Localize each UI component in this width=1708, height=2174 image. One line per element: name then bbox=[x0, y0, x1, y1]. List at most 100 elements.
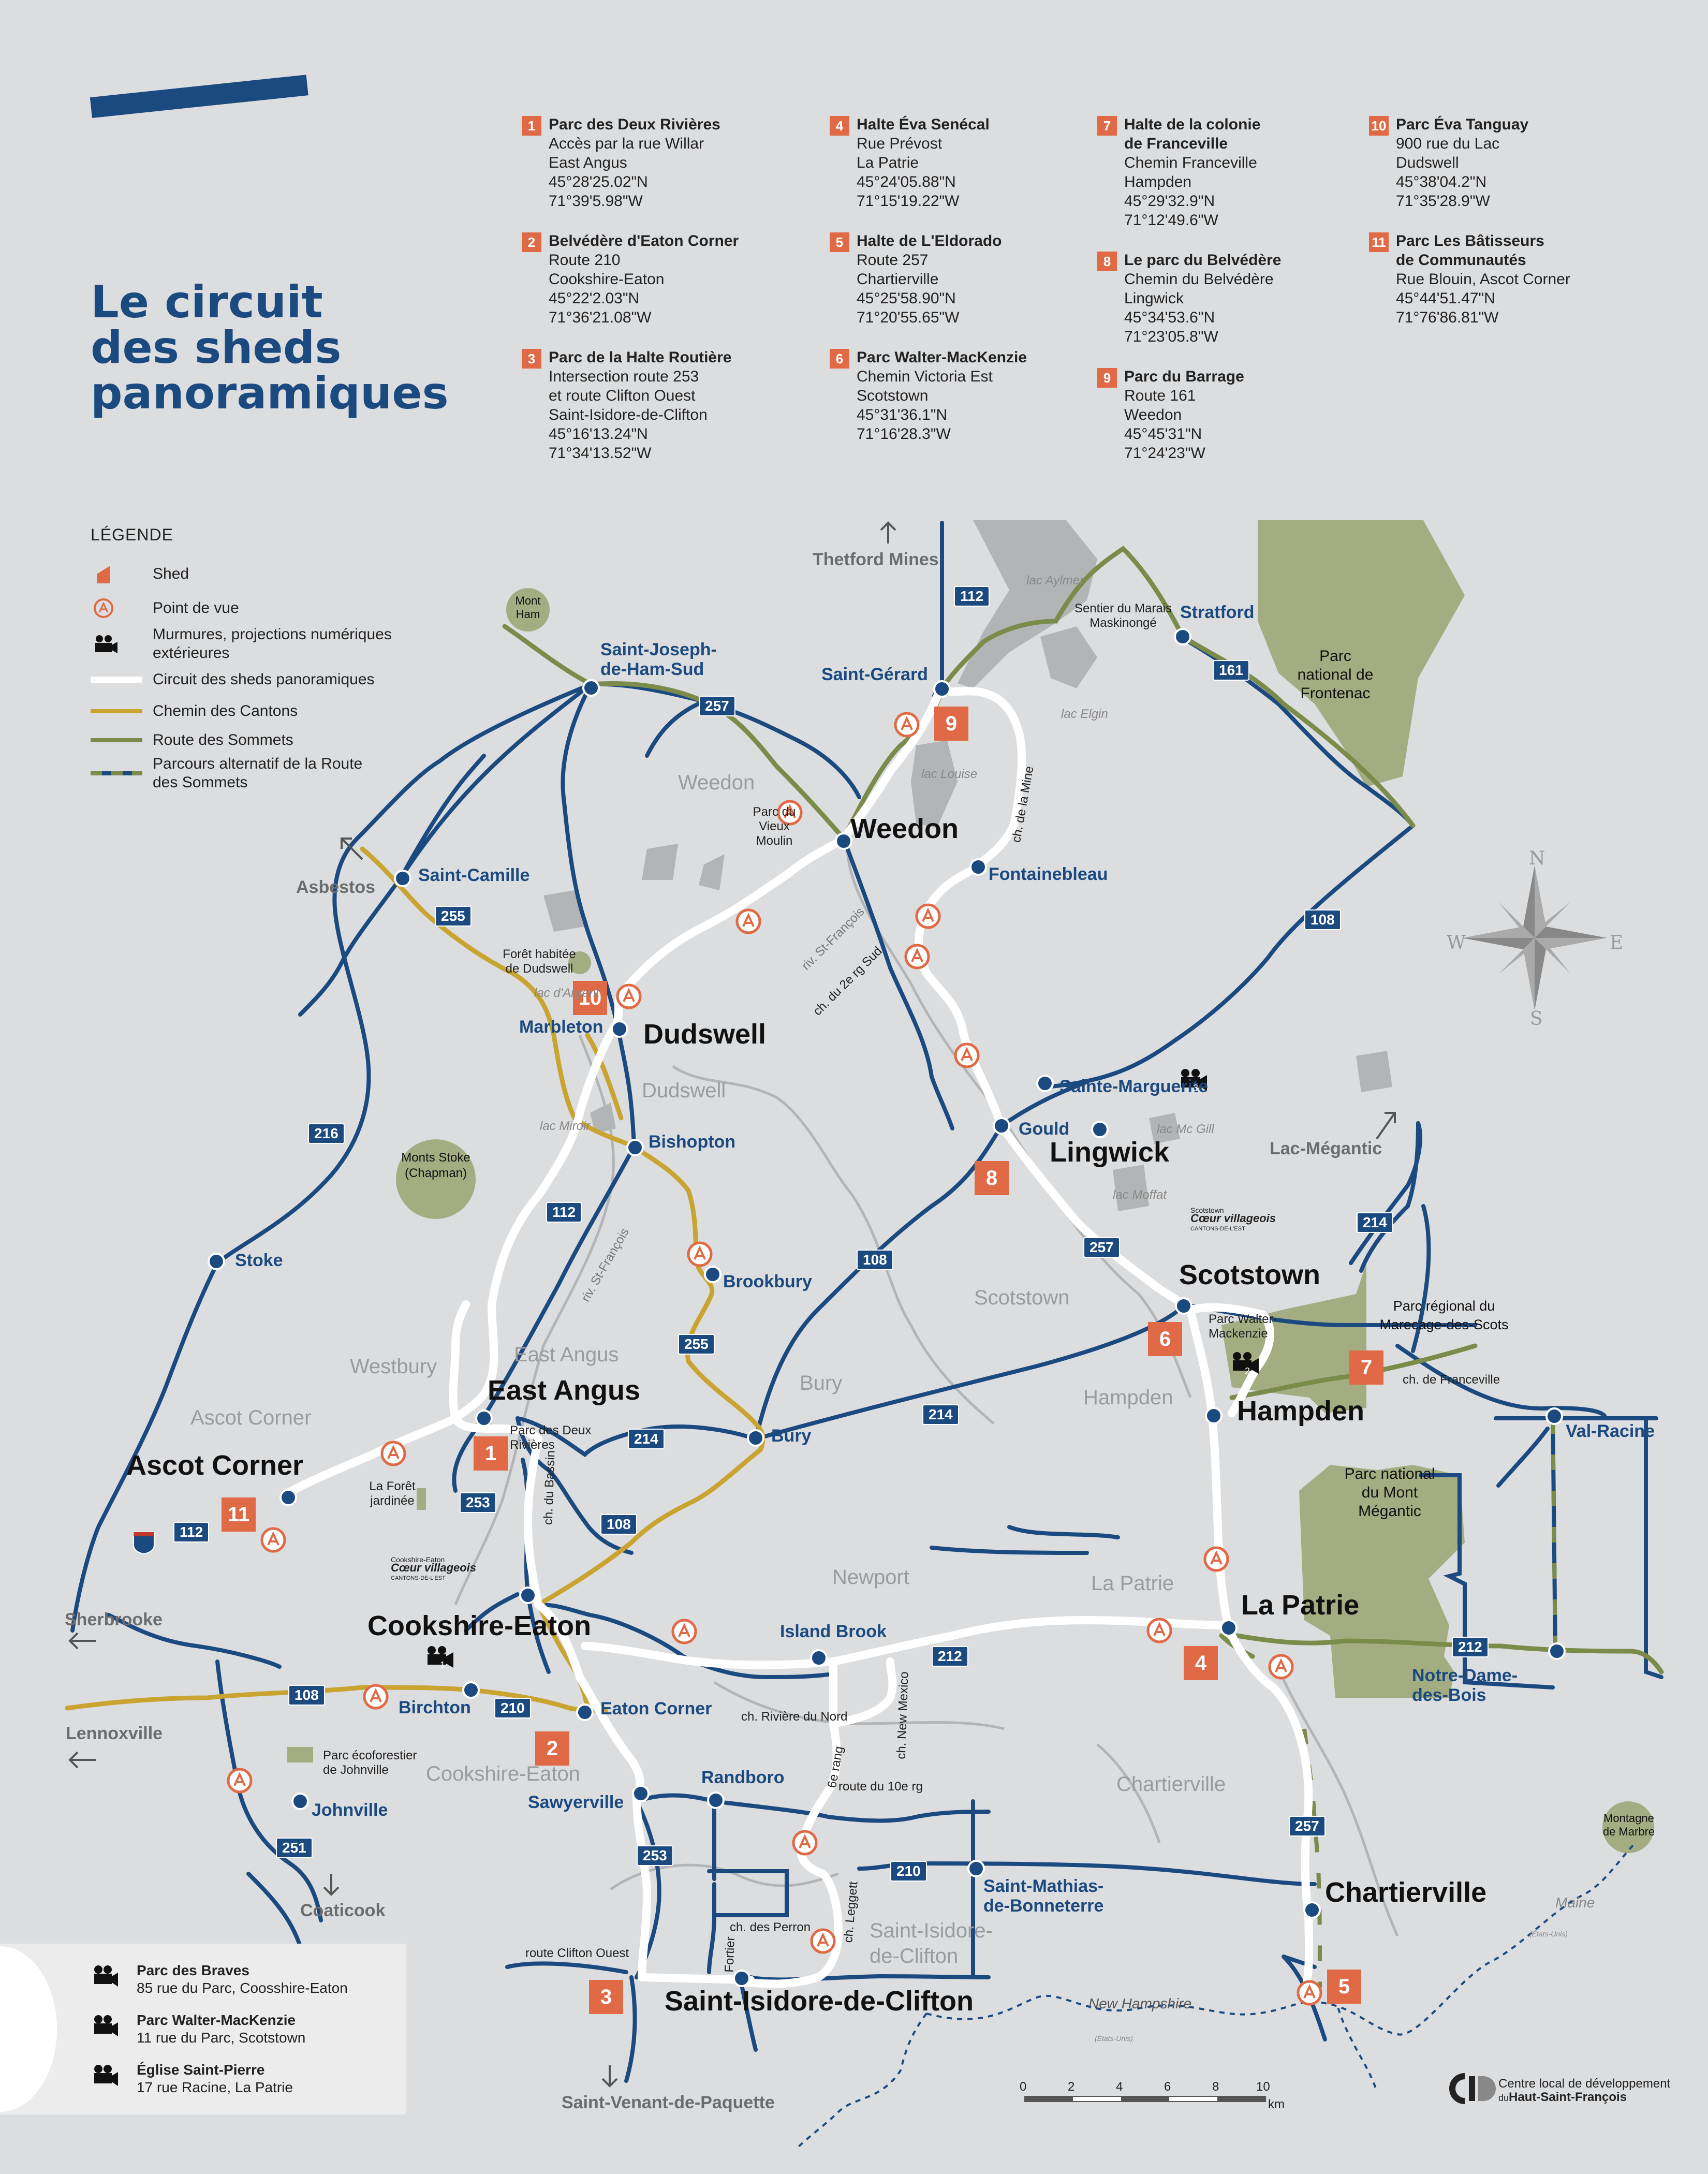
place-westbury: Westbury bbox=[350, 1355, 437, 1378]
projector-icon bbox=[95, 635, 117, 653]
site-line: 71°35'28.9"W bbox=[1396, 193, 1490, 210]
viewpoint-icon bbox=[260, 1527, 286, 1553]
shed-6: 6 bbox=[1148, 1322, 1182, 1356]
town-ascot-corner: Ascot Corner bbox=[126, 1450, 304, 1481]
site-name: Parc Walter-MacKenzie bbox=[857, 349, 1027, 366]
label-lac-moffat: lac Moffat bbox=[1113, 1188, 1167, 1202]
legend-label: Parcours alternatif de la Route des Somm… bbox=[153, 755, 363, 791]
exit-lennoxville: Lennoxville bbox=[66, 1724, 163, 1743]
exit-coaticook: Coaticook bbox=[300, 1901, 386, 1920]
murmures-name: Parc Walter-MacKenzie bbox=[137, 2012, 296, 2028]
site-name-2: de Communautés bbox=[1396, 252, 1526, 269]
town-dots bbox=[208, 628, 1566, 1987]
site-line: Accès par la rue Willar bbox=[549, 135, 704, 152]
label-sentier-marais: Sentier du Marais Maskinongé bbox=[1074, 601, 1172, 630]
projector-icon bbox=[1181, 1069, 1207, 1091]
murmures-box bbox=[0, 1944, 406, 2114]
site-line: 71°24'23"W bbox=[1124, 445, 1205, 462]
shed-8: 8 bbox=[975, 1161, 1009, 1195]
site-6: 6 Parc Walter-MacKenzie Chemin Victoria … bbox=[830, 348, 1027, 444]
murmures-addr: 17 rue Racine, La Patrie bbox=[137, 2079, 293, 2095]
decorative-title-bar bbox=[90, 75, 308, 118]
viewpoint-icon bbox=[810, 1928, 836, 1954]
viewpoint-icon bbox=[1146, 1618, 1172, 1643]
projector-icon bbox=[94, 2065, 118, 2086]
route-shield-212: 212 bbox=[1452, 1637, 1489, 1657]
arrow-down-icon bbox=[601, 2065, 618, 2088]
park-label-marecage: Parc régional du Marecage-des-Scots bbox=[1379, 1298, 1509, 1332]
shed-4: 4 bbox=[1184, 1646, 1218, 1680]
viewpoint-icon bbox=[1203, 1546, 1229, 1572]
projector-icon bbox=[94, 1965, 118, 1987]
label-deux-rivieres: Parc des Deux Rivières bbox=[510, 1423, 592, 1452]
site-name: Parc Éva Tanguay bbox=[1396, 116, 1529, 133]
compass-rose-icon bbox=[1462, 865, 1607, 1010]
site-number: 5 bbox=[830, 232, 849, 252]
legend-label: Murmures, projections numériques extérie… bbox=[153, 626, 392, 662]
projector-icon bbox=[428, 1646, 453, 1668]
site-line: 71°34'13.52"W bbox=[549, 445, 652, 462]
legend-item-sommets: Route des Sommets bbox=[91, 726, 463, 755]
route-shield-257: 257 bbox=[699, 696, 735, 716]
mur-num-3: 3 bbox=[1193, 1083, 1199, 1093]
viewpoint-icon bbox=[894, 712, 920, 738]
viewpoint-icon bbox=[380, 1441, 406, 1466]
site-name: Belvédère d'Eaton Corner bbox=[549, 232, 739, 249]
route-shield-108: 108 bbox=[1304, 909, 1341, 930]
mur-num-2: 2 bbox=[1245, 1366, 1250, 1376]
site-line: 71°20'55.65"W bbox=[857, 309, 960, 326]
arrow-down-icon bbox=[323, 1874, 340, 1896]
place-saint-isidore-2: de-Clifton bbox=[870, 1945, 959, 1967]
place-weedon: Weedon bbox=[678, 771, 755, 794]
town-marbleton: Marbleton bbox=[519, 1017, 603, 1037]
route-shield-161: 161 bbox=[1213, 660, 1249, 681]
site-line: East Angus bbox=[549, 154, 627, 171]
site-name: Parc Les Bâtisseurs bbox=[1396, 232, 1544, 249]
shed-3: 3 bbox=[589, 1980, 623, 2014]
site-line: Dudswell bbox=[1396, 154, 1459, 171]
site-line: 900 rue du Lac bbox=[1396, 135, 1500, 152]
exit-lac-megantic: Lac-Mégantic bbox=[1270, 1139, 1382, 1158]
arrow-upright-icon bbox=[1376, 1112, 1396, 1140]
murmures-addr: 85 rue du Parc, Coosshire-Eaton bbox=[137, 1980, 348, 1996]
exit-saint-venant: Saint-Venant-de-Paquette bbox=[562, 2093, 775, 2112]
place-scotstown: Scotstown bbox=[974, 1286, 1070, 1309]
park-label-monts-stoke: Monts Stoke (Chapman) bbox=[401, 1151, 470, 1180]
site-line: 71°12'49.6"W bbox=[1124, 212, 1218, 229]
site-line: Intersection route 253 bbox=[549, 368, 699, 385]
route-shield-210: 210 bbox=[494, 1698, 531, 1718]
legend-title: LÉGENDE bbox=[91, 525, 173, 544]
route-shield-108: 108 bbox=[857, 1250, 893, 1270]
legend-label: Shed bbox=[153, 565, 189, 582]
town-saint-camille: Saint-Camille bbox=[418, 865, 530, 885]
site-line: 71°15'19.22"W bbox=[857, 193, 960, 210]
label-parc-johnville: Parc écoforestier de Johnville bbox=[323, 1749, 417, 1777]
shed-7: 7 bbox=[1349, 1350, 1383, 1385]
site-line: 45°29'32.9"N bbox=[1124, 193, 1215, 210]
town-sainte-marguerite: Sainte-Marguerite bbox=[1059, 1077, 1209, 1096]
cld-line2: Haut-Saint-François bbox=[1509, 2090, 1627, 2104]
label-ch-riviere-nord: ch. Rivière du Nord bbox=[741, 1710, 848, 1724]
cld-line2-pre: du bbox=[1498, 2093, 1509, 2103]
site-line: Chartierville bbox=[857, 271, 939, 288]
compass-n: N bbox=[1529, 848, 1545, 869]
site-line: 45°24'05.88"N bbox=[857, 173, 956, 190]
site-number: 11 bbox=[1369, 232, 1389, 252]
site-line: Route 161 bbox=[1124, 387, 1196, 404]
shed-9: 9 bbox=[934, 707, 968, 741]
legend-item-cantons: Chemin des Cantons bbox=[91, 697, 463, 726]
compass-s: S bbox=[1530, 1008, 1543, 1030]
label-vieux-moulin: Parc du Vieux Moulin bbox=[753, 805, 796, 848]
site-name: Parc de la Halte Routière bbox=[549, 349, 732, 366]
place-newport: Newport bbox=[832, 1566, 909, 1589]
arrow-left-icon bbox=[68, 1632, 96, 1650]
site-line: 45°31'36.1"N bbox=[857, 406, 948, 423]
scale-tick: 8 bbox=[1212, 2080, 1219, 2094]
legend-item-murmures: Murmures, projections numériques extérie… bbox=[91, 625, 463, 663]
site-line: Chemin du Belvédère bbox=[1124, 271, 1274, 288]
place-saint-isidore-1: Saint-Isidore- bbox=[870, 1919, 993, 1942]
label-new-hampshire: New Hampshire bbox=[1088, 1995, 1192, 2011]
viewpoint-icon bbox=[1297, 1980, 1322, 2006]
